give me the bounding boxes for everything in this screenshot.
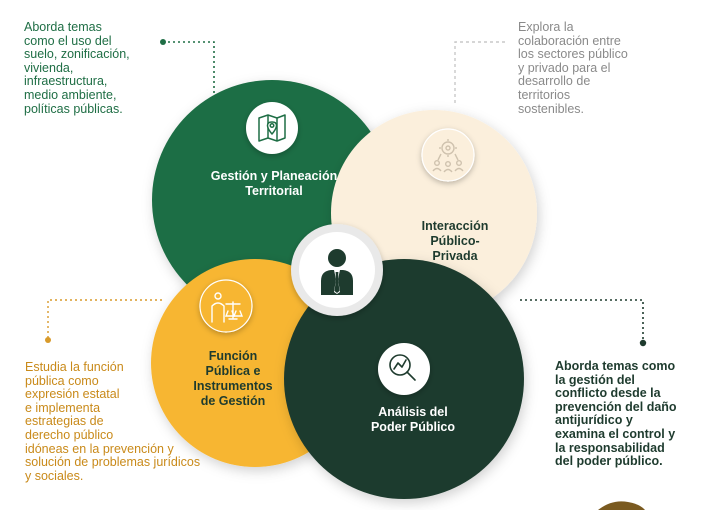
description-line: Aborda temas — [24, 20, 102, 34]
description-line: Explora la — [518, 20, 574, 34]
center-badge — [291, 224, 383, 316]
title-line: Privada — [432, 249, 478, 263]
description-line: antijurídico y — [555, 413, 633, 428]
description-line: vivienda, — [24, 60, 74, 75]
description-line: suelo, zonificación, — [24, 47, 130, 62]
title-line: Interacción — [421, 219, 489, 233]
description-line: infraestructura, — [24, 74, 108, 89]
description-line: Estudia la función — [25, 360, 124, 374]
justice-scale-icon — [211, 292, 244, 323]
description-line: derecho público — [25, 427, 114, 442]
description-line: examina el control y — [555, 426, 676, 441]
description-line: e implementa — [25, 400, 101, 415]
description-line: Aborda temas como — [555, 359, 676, 373]
badge-funcion — [199, 279, 253, 333]
description-line: colaboración entre — [518, 33, 621, 48]
description-line: estrategias de — [25, 414, 104, 429]
title-line: Análisis del — [378, 405, 448, 419]
description-line: sostenibles. — [518, 101, 585, 116]
description-line: la gestión del — [555, 372, 635, 387]
connector-beige — [454, 41, 505, 105]
title-line: Poder Público — [370, 420, 456, 434]
description-line: y privado para el — [518, 60, 611, 75]
connector-dark — [520, 299, 647, 347]
connector-yellow — [45, 299, 162, 343]
description-line: políticas públicas. — [24, 101, 123, 116]
description-line: y sociales. — [25, 468, 84, 483]
badge-gestion — [246, 102, 298, 154]
person-icon — [321, 249, 353, 295]
network-gear-icon — [432, 139, 464, 173]
title-line: de Gestión — [200, 394, 266, 408]
connector-green — [160, 39, 215, 100]
description-line: los sectores público — [518, 47, 628, 62]
title-line: Pública e — [205, 364, 261, 378]
description-line: idóneas en la prevención y — [25, 441, 174, 456]
title-line: Función — [208, 349, 258, 363]
decorative-shape — [598, 501, 645, 510]
title-line: Gestión y Planeación — [210, 169, 338, 183]
badge-interaccion — [421, 128, 475, 182]
description-line: prevención del daño — [555, 399, 677, 414]
description-line: expresión estatal — [25, 387, 120, 402]
map-icon — [258, 114, 286, 142]
description-line: territorios — [518, 87, 571, 102]
description-line: la responsabilidad — [555, 440, 665, 455]
title-line: Territorial — [245, 184, 303, 198]
badge-analisis — [378, 343, 430, 395]
description-line: pública como — [25, 373, 99, 388]
description-line: del poder público. — [555, 454, 663, 469]
description-line: medio ambiente, — [24, 87, 117, 102]
title-line: Instrumentos — [193, 379, 273, 393]
description-line: como el uso del — [24, 33, 112, 48]
description-line: desarrollo de — [518, 74, 591, 89]
description-line: solución de problemas jurídicos — [25, 455, 201, 470]
description-line: conflicto desde la — [555, 386, 661, 401]
title-line: Público- — [430, 234, 480, 248]
analysis-magnifier-icon — [389, 354, 416, 381]
